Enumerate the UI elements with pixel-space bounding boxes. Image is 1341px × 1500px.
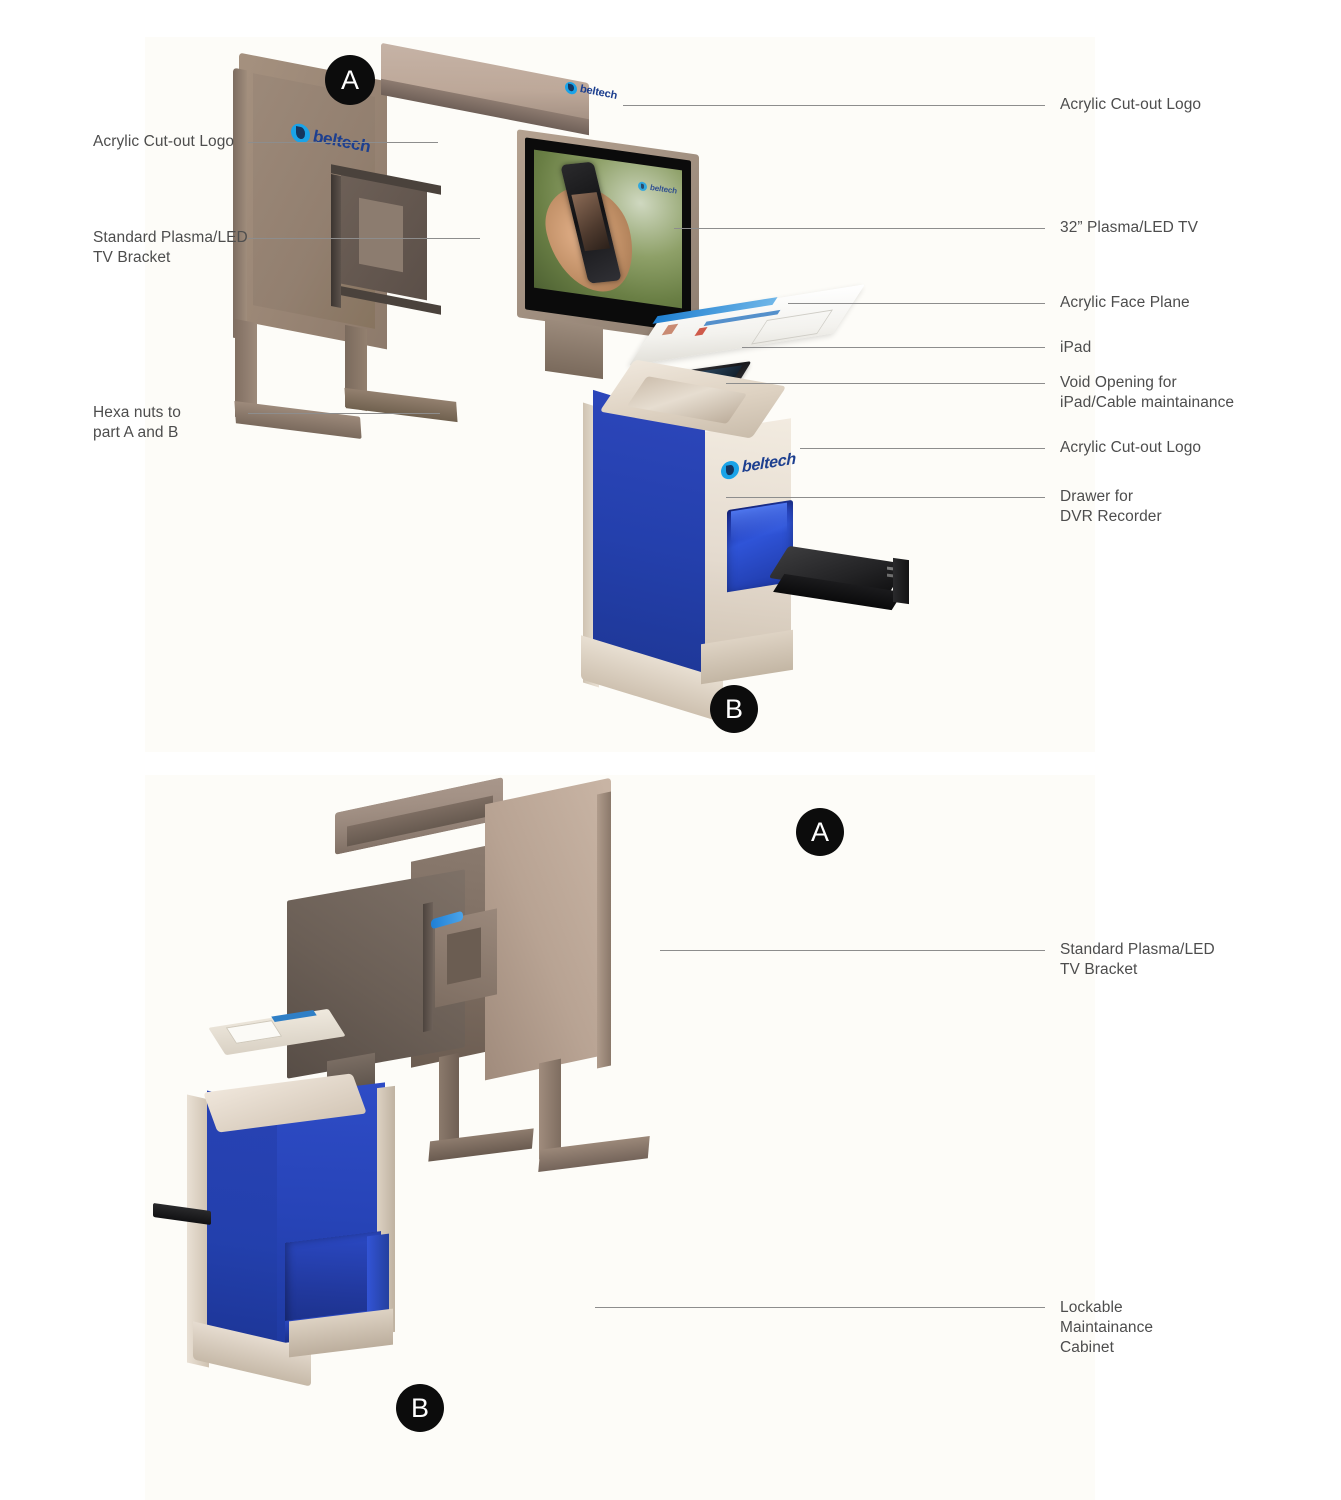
tv-bracket-cutout-rear: [447, 927, 481, 985]
label-ipad: iPad: [1060, 339, 1092, 356]
label-standard-plasma-led-tv-bracket-rear: Standard Plasma/LED TV Bracket: [1060, 941, 1215, 978]
leader-void-opening: [726, 383, 1045, 384]
dvr-indicator-icon: [887, 573, 893, 578]
bracket-leg-left-rear: [439, 1052, 459, 1152]
beltech-mark-icon: [721, 459, 739, 481]
label-acrylic-cut-out-logo-top: Acrylic Cut-out Logo: [1060, 96, 1202, 113]
leader-acrylic-cut-out-logo-top: [623, 105, 1045, 106]
label-acrylic-face-plane: Acrylic Face Plane: [1060, 294, 1190, 311]
part-b-marker-front: B: [710, 685, 758, 733]
label-standard-plasma-led-tv-bracket: Standard Plasma/LED TV Bracket: [93, 229, 248, 266]
leader-plasma-led-tv: [674, 228, 1045, 229]
label-void-opening: Void Opening for iPad/Cable maintainance: [1060, 374, 1235, 411]
render-rear-exploded-view: [145, 775, 1095, 1500]
tv-bracket-cutout: [359, 197, 403, 273]
bracket-left-edge: [233, 67, 247, 341]
bracket-foot-right: [344, 387, 458, 423]
leader-standard-tv-bracket: [248, 238, 480, 239]
tv-stand-neck: [545, 318, 603, 380]
tv-bracket-vertical-rail: [331, 174, 341, 308]
bracket-back-panel-rear: [485, 777, 611, 1081]
leader-acrylic-cut-out-logo-base: [800, 448, 1045, 449]
bracket-leg-right-rear: [539, 1058, 561, 1160]
pedestal-left-blue-panel-rear: [207, 1090, 281, 1368]
part-b-marker-rear: B: [396, 1384, 444, 1432]
leader-drawer-for-dvr: [726, 497, 1045, 498]
tv-screen: beltech: [534, 149, 682, 309]
label-hexa-nuts: Hexa nuts to part A and B: [93, 404, 181, 441]
leader-standard-tv-bracket-rear: [660, 950, 1045, 951]
part-a-marker-front: A: [325, 55, 375, 105]
beltech-logo-on-screen: beltech: [638, 180, 677, 196]
dvr-indicator-icon: [887, 566, 893, 571]
label-lockable-maintainance-cabinet: Lockable Maintainance Cabinet: [1060, 1299, 1154, 1356]
diagram-panel-rear: [145, 775, 1095, 1500]
leader-lockable-cabinet: [595, 1307, 1045, 1308]
dvr-recorder-side: [893, 557, 909, 605]
bracket-right-edge: [597, 791, 611, 1069]
leader-acrylic-face-plane: [788, 303, 1045, 304]
beltech-mark-icon: [638, 181, 647, 192]
diagram-panel-front: beltech beltech beltech: [145, 37, 1095, 752]
label-drawer-for-dvr: Drawer for DVR Recorder: [1060, 488, 1162, 525]
label-plasma-led-tv: 32” Plasma/LED TV: [1060, 219, 1199, 236]
label-acrylic-cut-out-logo-base: Acrylic Cut-out Logo: [1060, 439, 1202, 456]
part-a-marker-rear: A: [796, 808, 844, 856]
render-front-exploded-view: beltech beltech beltech: [145, 37, 1095, 752]
beltech-wordmark: beltech: [650, 182, 677, 196]
leader-ipad: [742, 347, 1045, 348]
beltech-mark-icon: [291, 121, 310, 145]
leader-acrylic-cut-out-logo-left: [248, 142, 438, 143]
beltech-mark-icon: [565, 80, 577, 95]
leader-hexa-nuts: [248, 413, 440, 414]
label-acrylic-cut-out-logo-left: Acrylic Cut-out Logo: [93, 133, 235, 150]
